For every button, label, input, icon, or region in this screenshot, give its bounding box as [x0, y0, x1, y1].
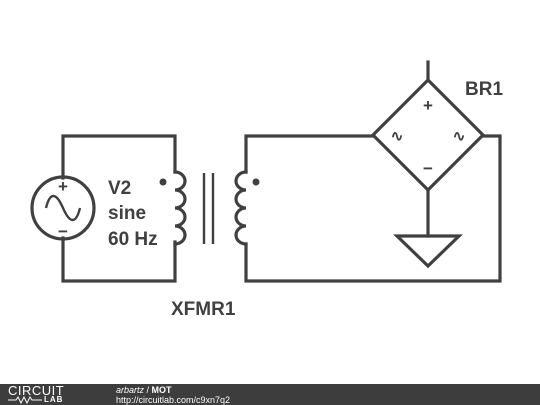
logo-text-lab: LAB [44, 395, 64, 404]
secondary-dot [252, 178, 260, 186]
circuit-url-link[interactable]: http://circuitlab.com/c9xn7q2 [116, 395, 231, 405]
transformer-name-label: XFMR1 [171, 299, 236, 320]
circuit-schematic: + − V2 sine 60 Hz XFMR1 + − ∿ ∿ BR1 [30, 60, 503, 320]
author-link[interactable]: arbartz [116, 385, 145, 395]
bridge-name-label: BR1 [465, 79, 503, 100]
bridge-plus-sign: + [423, 96, 433, 115]
resistor-icon [8, 396, 42, 404]
logo-text-circuit: CIRCUIT [8, 383, 65, 398]
source-plus-sign: + [58, 177, 68, 196]
circuit-title[interactable]: MOT [151, 385, 172, 395]
bridge-minus-sign: − [423, 159, 433, 178]
bridge-ac-right: ∿ [453, 128, 466, 145]
source-type-label: sine [108, 203, 146, 224]
footer-bar: CIRCUIT LAB arbartz / MOT http://circuit… [0, 384, 540, 405]
path-separator: / [144, 385, 152, 395]
circuitlab-logo[interactable]: CIRCUIT LAB [8, 384, 92, 405]
secondary-wires [244, 60, 502, 283]
source-name-label: V2 [108, 178, 131, 199]
bridge-ac-left: ∿ [391, 128, 404, 145]
source-minus-sign: − [58, 222, 68, 241]
bridge-rectifier-br1: + − ∿ ∿ [370, 77, 486, 193]
primary-wires [61, 134, 177, 283]
primary-dot [159, 178, 167, 186]
transformer-xfmr1 [159, 170, 260, 246]
ground-icon [393, 234, 463, 269]
voltage-source-v2: + − [30, 175, 96, 241]
source-frequency-label: 60 Hz [108, 229, 158, 250]
circuit-meta: arbartz / MOT http://circuitlab.com/c9xn… [116, 385, 230, 405]
